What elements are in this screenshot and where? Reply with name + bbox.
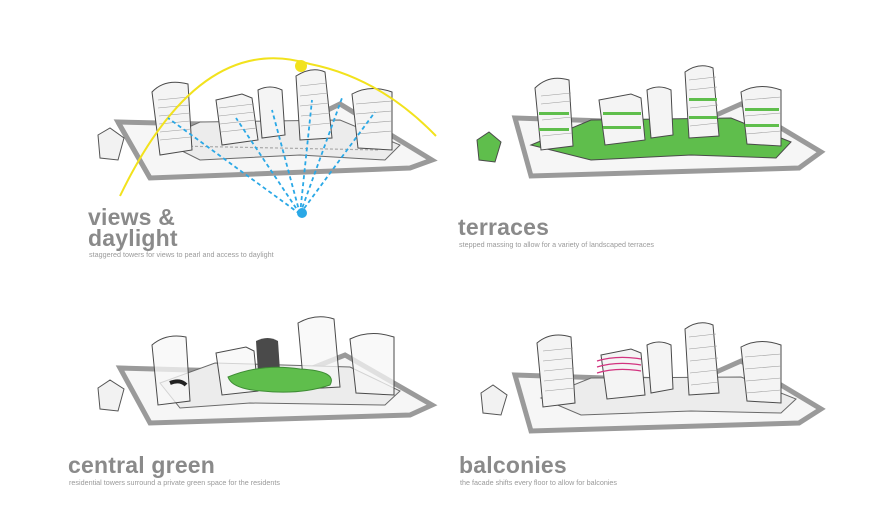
panel-title: balconies — [459, 452, 567, 478]
viewpoint-icon — [297, 208, 307, 218]
tower-group — [151, 69, 393, 156]
panel-caption: staggered towers for views to pearl and … — [89, 250, 274, 259]
tower-floor-lines — [540, 76, 782, 137]
dark-tower — [256, 338, 280, 373]
panel-title: central green — [68, 452, 216, 478]
panel-central-green: central green residential towers surroun… — [0, 263, 441, 526]
panel-caption: the facade shifts every floor to allow f… — [460, 478, 618, 487]
panel-balconies: balconies the facade shifts every floor … — [441, 263, 882, 526]
panel-caption: stepped massing to allow for a variety o… — [459, 240, 654, 249]
green-terrace-strips — [539, 98, 779, 131]
green-edge-dark — [169, 379, 188, 387]
sun-path-arc — [119, 57, 437, 197]
sun-icon — [295, 60, 307, 72]
tower-group — [536, 322, 782, 408]
panel-terraces: terraces stepped massing to allow for a … — [441, 0, 882, 263]
diagram-balconies — [480, 322, 826, 434]
small-building — [480, 384, 508, 416]
small-building — [97, 379, 125, 412]
panel-caption: residential towers surround a private gr… — [69, 478, 280, 487]
small-green-building — [476, 131, 502, 163]
tower-floor-lines — [542, 333, 782, 394]
panel-title-line1: views & — [88, 204, 176, 230]
panel-title-line2: daylight — [88, 225, 178, 251]
small-building — [97, 127, 125, 161]
diagram-central-green — [97, 316, 438, 426]
panel-title: terraces — [458, 214, 550, 240]
panel-views-daylight: views & daylight staggered towers for vi… — [0, 0, 441, 263]
diagram-terraces — [476, 65, 826, 179]
balcony-highlight — [596, 356, 642, 374]
diagram-views-daylight — [97, 57, 438, 218]
central-green-space — [227, 366, 332, 393]
view-lines — [167, 97, 376, 215]
